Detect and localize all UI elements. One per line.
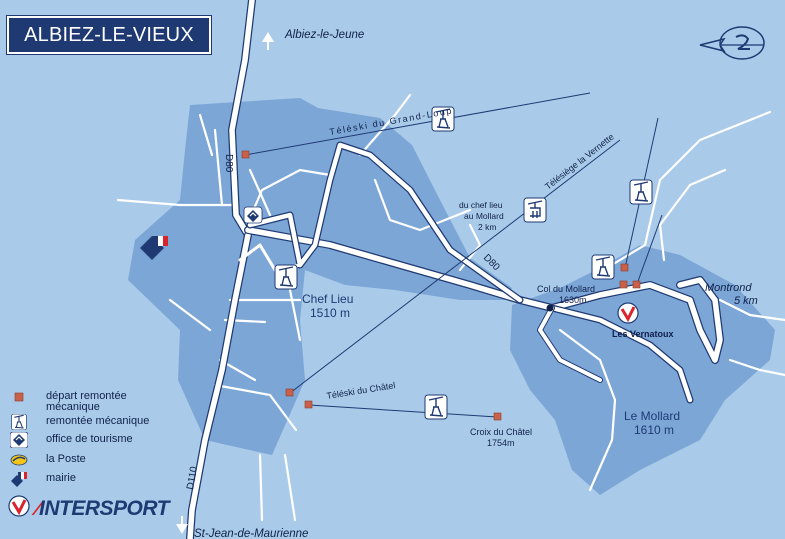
lift-starts	[241, 150, 641, 421]
label-col-alt: 1630m	[559, 295, 587, 305]
legend-item-lift-start: départ remontée mécanique	[8, 389, 208, 413]
label-le-mollard-alt: 1610 m	[634, 423, 674, 437]
legend-label: mairie	[46, 472, 76, 484]
legend-label: remontée mécanique	[46, 415, 150, 427]
intersport-marker-icon	[617, 302, 639, 324]
legend-label: départ remontée	[46, 390, 127, 402]
legend-label: office de tourisme	[46, 433, 133, 445]
lift-start-chatel	[304, 400, 313, 409]
label-col-du-mollard: Col du Mollard	[537, 284, 595, 294]
label-le-mollard: Le Mollard	[624, 409, 680, 423]
label-albiez-le-jeune: Albiez-le-Jeune	[284, 29, 364, 41]
ski-lift-icon	[591, 254, 615, 280]
col-du-mollard-point	[546, 304, 554, 312]
post-office-icon	[10, 454, 28, 466]
tourist-office-icon	[243, 206, 263, 224]
le-mollard-zone	[510, 245, 775, 495]
arrow-down-icon	[176, 516, 188, 534]
lift-start-vernette	[285, 388, 294, 397]
label-distance-2: au Mollard	[464, 211, 504, 221]
legend-label: la Poste	[46, 453, 86, 465]
label-montrond-dist: 5 km	[734, 295, 758, 307]
intersport-brand: ⁄INTERSPORT	[36, 497, 169, 521]
chair-lift-icon	[523, 197, 547, 223]
label-chef-lieu-alt: 1510 m	[310, 306, 350, 320]
ski-lift-icon	[11, 414, 27, 430]
road-label-d110: D110	[185, 465, 200, 490]
legend-item-town-hall: mairie	[8, 471, 208, 487]
label-les-vernatoux: Les Vernatoux	[612, 329, 674, 339]
tourist-office-icon	[10, 432, 28, 448]
map-title: ALBIEZ-LE-VIEUX	[24, 24, 194, 46]
ski-lift-icons	[274, 106, 653, 420]
ski-lift-icon	[424, 394, 448, 420]
main-roads	[186, 0, 724, 539]
label-distance-1: du chef lieu	[459, 200, 503, 210]
intersport-slash-icon: ⁄	[36, 497, 40, 520]
label-montrond: Montrond	[705, 282, 752, 294]
lift-start-grand-loup	[241, 150, 250, 159]
lift-end-chatel	[493, 412, 502, 421]
label-chef-lieu: Chef Lieu	[302, 292, 353, 306]
legend-item-tourist-office: office de tourisme	[8, 432, 208, 448]
arrow-up-icon	[262, 32, 274, 50]
legend-item-ski-lift: remontée mécanique	[8, 414, 208, 430]
map-title-box: ALBIEZ-LE-VIEUX	[7, 16, 211, 54]
label-distance-3: 2 km	[478, 222, 496, 232]
legend-label: mécanique	[46, 401, 100, 413]
lift-start-mollard-1	[620, 263, 629, 272]
road-label-d80-north: D80	[223, 154, 234, 173]
ski-lift-icon	[431, 106, 455, 132]
label-croix-alt: 1754m	[487, 438, 515, 448]
intersport-name: INTERSPORT	[39, 497, 169, 520]
intersport-logo-icon	[8, 495, 30, 517]
lift-start-mollard-2	[619, 280, 628, 289]
ski-lift-icon	[629, 179, 653, 205]
label-st-jean: St-Jean-de-Maurienne	[194, 528, 308, 539]
lift-start-mollard-3	[632, 280, 641, 289]
town-hall-icon	[11, 472, 27, 487]
label-croix-du-chatel: Croix du Châtel	[470, 427, 532, 437]
ski-lift-icon	[274, 264, 298, 290]
compass-icon	[699, 26, 765, 60]
town-hall-icon	[140, 236, 168, 260]
legend-item-post-office: la Poste	[8, 452, 208, 468]
lift-start-icon	[14, 392, 24, 402]
